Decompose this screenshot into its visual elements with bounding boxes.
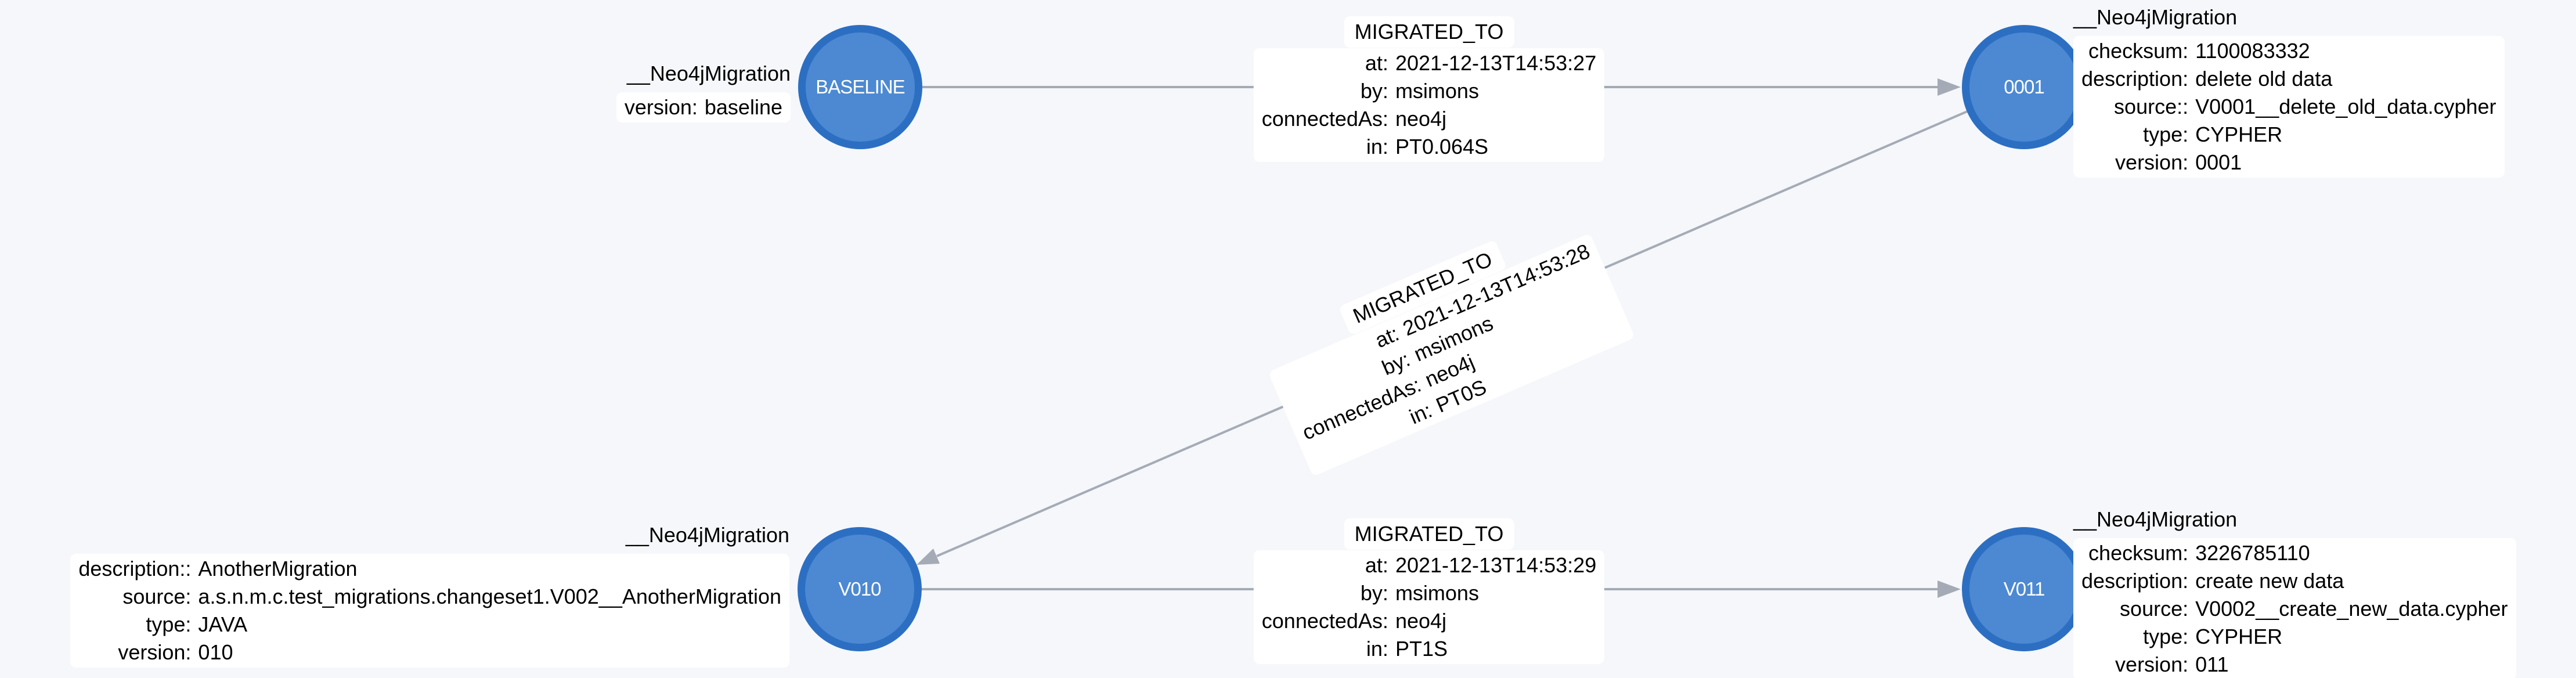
- node-0001[interactable]: 0001: [1962, 25, 2086, 149]
- edge-label-baseline-0001: MIGRATED_TO at: 2021-12-13T14:53:27 by: ms…: [1253, 16, 1605, 162]
- arrowhead-icon: [1938, 78, 1961, 96]
- property-key: version:: [2115, 150, 2189, 174]
- node-info-0001: __Neo4jMigration checksum:1100083332 des…: [2073, 3, 2505, 178]
- edge-properties-box: at: 2021-12-13T14:53:27 by: msimons connec…: [1253, 48, 1605, 162]
- property-value: 0001: [2195, 150, 2242, 174]
- property-key: by:: [1360, 79, 1388, 103]
- node-caption: BASELINE: [816, 76, 905, 98]
- property-value: 010: [198, 640, 233, 664]
- property-value: 1100083332: [2195, 39, 2310, 63]
- property-value: CYPHER: [2195, 625, 2283, 648]
- property-key: in:: [1366, 637, 1388, 661]
- property-key: source:: [122, 585, 192, 608]
- node-properties-box: description::AnotherMigration source: a.s…: [70, 554, 789, 668]
- property-key: description::: [78, 557, 192, 580]
- property-value: neo4j: [1395, 107, 1447, 131]
- node-v011[interactable]: V011: [1962, 527, 2086, 651]
- arrowhead-icon: [917, 549, 940, 565]
- property-key: connectedAs:: [1261, 107, 1388, 131]
- property-key: type:: [2143, 122, 2189, 146]
- node-v010[interactable]: V010: [798, 527, 922, 651]
- property-key: description:: [2081, 569, 2189, 593]
- property-key: version:: [2115, 652, 2189, 676]
- node-info-v010: __Neo4jMigration description::AnotherMig…: [70, 521, 789, 668]
- property-value: PT1S: [1395, 637, 1448, 661]
- property-key: by:: [1360, 581, 1388, 605]
- property-value: msimons: [1395, 581, 1479, 605]
- node-properties-box: version:baseline: [616, 92, 791, 122]
- property-value: AnotherMigration: [198, 557, 358, 580]
- property-key: source::: [2114, 95, 2189, 118]
- property-value: create new data: [2195, 569, 2344, 593]
- property-key: checksum:: [2088, 39, 2189, 63]
- node-caption: V010: [838, 578, 881, 600]
- property-value: a.s.n.m.c.test_migrations.changeset1.V00…: [198, 585, 781, 608]
- node-label-header: __Neo4jMigration: [626, 62, 791, 85]
- property-value: 2021-12-13T14:53:27: [1395, 51, 1597, 75]
- property-value: CYPHER: [2195, 122, 2283, 146]
- property-value: JAVA: [198, 612, 248, 636]
- node-baseline[interactable]: BASELINE: [798, 25, 922, 149]
- edge-label-v010-v011: MIGRATED_TO at: 2021-12-13T14:53:29 by: ms…: [1253, 518, 1605, 664]
- property-value: PT0.064S: [1395, 135, 1489, 158]
- property-key: version:: [624, 95, 698, 119]
- property-key: in:: [1366, 135, 1388, 158]
- property-value: 011: [2195, 652, 2229, 676]
- edge-properties-box: at: 2021-12-13T14:53:29 by: msimons connec…: [1253, 550, 1605, 664]
- node-info-baseline: __Neo4jMigration version:baseline: [616, 60, 791, 122]
- property-key: version:: [118, 640, 192, 664]
- node-caption: V011: [2003, 578, 2045, 600]
- property-value: neo4j: [1395, 609, 1447, 633]
- node-label-header: __Neo4jMigration: [2073, 507, 2238, 531]
- property-value: 3226785110: [2195, 541, 2310, 565]
- property-key: checksum:: [2088, 541, 2189, 565]
- node-label-header: __Neo4jMigration: [2073, 5, 2238, 29]
- arrowhead-icon: [1938, 580, 1961, 598]
- property-key: description:: [2081, 67, 2189, 91]
- node-properties-box: checksum:3226785110 description:create n…: [2073, 538, 2516, 678]
- node-properties-box: checksum:1100083332 description:delete o…: [2073, 36, 2505, 178]
- relationship-type: MIGRATED_TO: [1344, 518, 1514, 550]
- property-key: at:: [1365, 51, 1388, 75]
- property-key: connectedAs:: [1261, 609, 1388, 633]
- property-key: source:: [2120, 597, 2189, 621]
- property-value: msimons: [1395, 79, 1479, 103]
- node-label-header: __Neo4jMigration: [625, 523, 789, 547]
- property-key: at:: [1365, 553, 1388, 577]
- node-caption: 0001: [2004, 76, 2044, 98]
- node-info-v011: __Neo4jMigration checksum:3226785110 des…: [2073, 506, 2516, 678]
- relationship-type: MIGRATED_TO: [1344, 16, 1514, 48]
- property-value: V0002__create_new_data.cypher: [2195, 597, 2508, 621]
- property-key: type:: [2143, 625, 2189, 648]
- property-value: 2021-12-13T14:53:29: [1395, 553, 1597, 577]
- property-key: type:: [146, 612, 192, 636]
- property-value: baseline: [704, 95, 782, 119]
- property-value: delete old data: [2195, 67, 2333, 91]
- property-value: V0001__delete_old_data.cypher: [2195, 95, 2496, 118]
